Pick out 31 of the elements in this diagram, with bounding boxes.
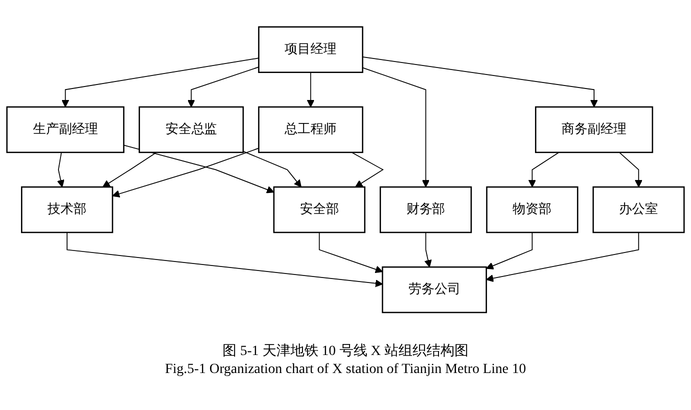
node-box: 总工程师 (258, 106, 364, 154)
arrow (123, 145, 274, 194)
node-box: 财务部 (380, 186, 472, 234)
arrow (618, 152, 642, 188)
node-box: 生产副经理 (6, 106, 124, 154)
node-box: 劳务公司 (382, 266, 487, 314)
arrow (486, 232, 640, 282)
arrow (66, 232, 383, 288)
arrow (424, 232, 432, 268)
arrow (187, 66, 260, 108)
arrow (318, 232, 383, 274)
arrow (306, 72, 314, 108)
node-box: 物资部 (486, 186, 578, 234)
node-box: 安全总监 (138, 106, 244, 154)
arrow (351, 152, 384, 188)
node-box: 商务副经理 (535, 106, 654, 154)
arrow (56, 152, 64, 188)
arrow (102, 152, 157, 188)
arrow (528, 152, 560, 188)
node-box: 技术部 (21, 186, 114, 234)
caption-text: Fig.5-1 Organization chart of X station of Tianjin Metro Line 10 (164, 362, 527, 378)
arrow (242, 151, 302, 188)
arrow (486, 232, 533, 270)
arrow (362, 68, 430, 188)
caption: 图 5-1 天津地铁 10 号线 X 站组织结构图 (222, 342, 470, 360)
arrow (362, 56, 598, 108)
arrow (112, 148, 260, 198)
node-box: 办公室 (592, 186, 685, 234)
arrow (62, 58, 260, 108)
node-box: 项目经理 (258, 26, 364, 74)
node-box: 安全部 (273, 186, 366, 234)
